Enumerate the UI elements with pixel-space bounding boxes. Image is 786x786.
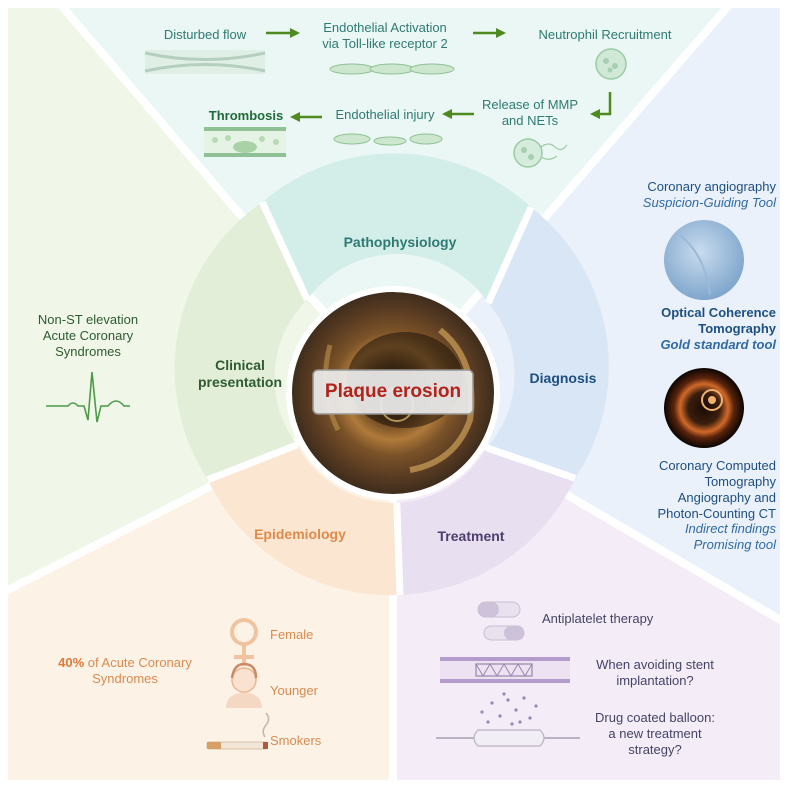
patho-step-disturbed-flow: Disturbed flow <box>163 27 247 42</box>
patho-step-release-mmp: Release of MMP and NETs <box>470 97 590 129</box>
treat-stent-line1: When avoiding stent <box>596 657 714 672</box>
ring-label-clinical-line1: Clinical <box>215 357 265 373</box>
neutrophil-icon <box>595 48 627 80</box>
ring-label-clinical: Clinical presentation <box>190 357 290 391</box>
epi-percentage-label: of Acute Coronary <box>84 655 192 670</box>
ring-dividers <box>206 200 577 596</box>
patho-step-endothelial-activation-line2: via Toll-like receptor 2 <box>322 35 448 51</box>
arrow-icon <box>290 112 322 122</box>
ring-label-treatment: Treatment <box>437 528 505 544</box>
diag-ct: Coronary Computed Tomography Angiography… <box>576 458 776 553</box>
drug-coated-balloon-icon <box>436 692 580 747</box>
endothelial-cells-icon <box>329 63 455 75</box>
arrow-icon <box>590 92 612 119</box>
arrow-icon <box>442 109 474 119</box>
person-icon <box>226 662 262 708</box>
endothelial-injury-icon <box>333 133 443 146</box>
arrow-icon <box>473 28 506 38</box>
ring-treatment <box>396 447 576 595</box>
treat-dcb-line3: strategy? <box>628 741 682 757</box>
ring-diagnosis <box>486 207 609 479</box>
cigarette-icon <box>206 712 270 750</box>
patho-step-neutrophil-recruitment: Neutrophil Recruitment <box>538 27 672 42</box>
clinical-nste-acs: Non-ST elevation Acute Coronary Syndrome… <box>18 312 158 360</box>
treat-stent-line2: implantation? <box>616 672 694 688</box>
patho-step-release-mmp-line2: and NETs <box>501 112 559 128</box>
center-label-box <box>312 369 474 415</box>
diag-ct-line2: Tomography <box>704 473 776 489</box>
diag-ct-line5: Indirect findings <box>684 521 776 537</box>
diag-oct-line3: Gold standard tool <box>660 336 776 352</box>
patho-step-endothelial-injury: Endothelial injury <box>335 107 435 122</box>
ring-label-diagnosis: Diagnosis <box>529 370 597 386</box>
ring-clinical <box>174 202 308 480</box>
epi-female: Female <box>270 627 314 642</box>
epi-percentage-value: 40% <box>58 655 85 670</box>
treat-dcb-line2: a new treatment <box>608 725 702 741</box>
treat-dcb-line1: Drug coated balloon: <box>595 710 715 725</box>
pills-icon <box>477 601 525 641</box>
ring-label-pathophysiology: Pathophysiology <box>343 234 457 250</box>
treat-dcb: Drug coated balloon: a new treatment str… <box>580 710 730 758</box>
arrow-icon <box>266 28 300 38</box>
net-release-icon <box>513 138 568 168</box>
center-label: Plaque erosion <box>324 381 462 402</box>
patho-step-endothelial-activation-line1: Endothelial Activation <box>323 20 447 35</box>
thrombosis-vessel-icon <box>204 127 286 157</box>
diag-ct-line4: Photon-Counting CT <box>657 505 776 521</box>
female-icon <box>230 618 258 666</box>
disturbed-flow-vessel-icon <box>144 50 266 74</box>
patho-step-endothelial-activation: Endothelial Activation via Toll-like rec… <box>300 20 470 52</box>
patho-step-release-mmp-line1: Release of MMP <box>481 97 579 112</box>
clinical-line1: Non-ST elevation <box>37 312 139 327</box>
ecg-icon <box>46 371 130 423</box>
diag-oct: Optical Coherence Tomography Gold standa… <box>576 305 776 353</box>
clinical-line3: Syndromes <box>55 343 121 359</box>
diag-angiography-line1: Coronary angiography <box>647 179 776 194</box>
diag-ct-line1: Coronary Computed <box>658 458 776 473</box>
ring-epidemiology <box>207 444 400 596</box>
treat-antiplatelet: Antiplatelet therapy <box>542 611 654 626</box>
epi-smokers: Smokers <box>270 733 322 748</box>
epi-acs-percentage: 40% of Acute Coronary Syndromes <box>40 655 210 687</box>
ring-label-epidemiology: Epidemiology <box>254 526 346 542</box>
patho-step-thrombosis: Thrombosis <box>208 108 284 123</box>
diag-oct-line1: Optical Coherence <box>661 305 776 320</box>
diag-ct-line6: Promising tool <box>693 537 776 553</box>
epi-younger: Younger <box>270 683 318 698</box>
diag-oct-line2: Tomography <box>698 320 776 336</box>
coronary-angiography-image <box>664 220 744 300</box>
oct-small-image <box>664 368 744 448</box>
ring-pathophysiology <box>262 153 532 304</box>
stent-icon <box>440 657 570 683</box>
diag-ct-line3: Angiography and <box>677 489 776 505</box>
treat-stent: When avoiding stent implantation? <box>580 657 730 689</box>
clinical-line2: Acute Coronary <box>42 327 134 343</box>
ring-label-clinical-line2: presentation <box>197 374 282 391</box>
epi-percentage-line2: Syndromes <box>92 670 158 686</box>
diag-angiography-line2: Suspicion-Guiding Tool <box>642 194 776 210</box>
diag-angiography: Coronary angiography Suspicion-Guiding T… <box>576 179 776 211</box>
